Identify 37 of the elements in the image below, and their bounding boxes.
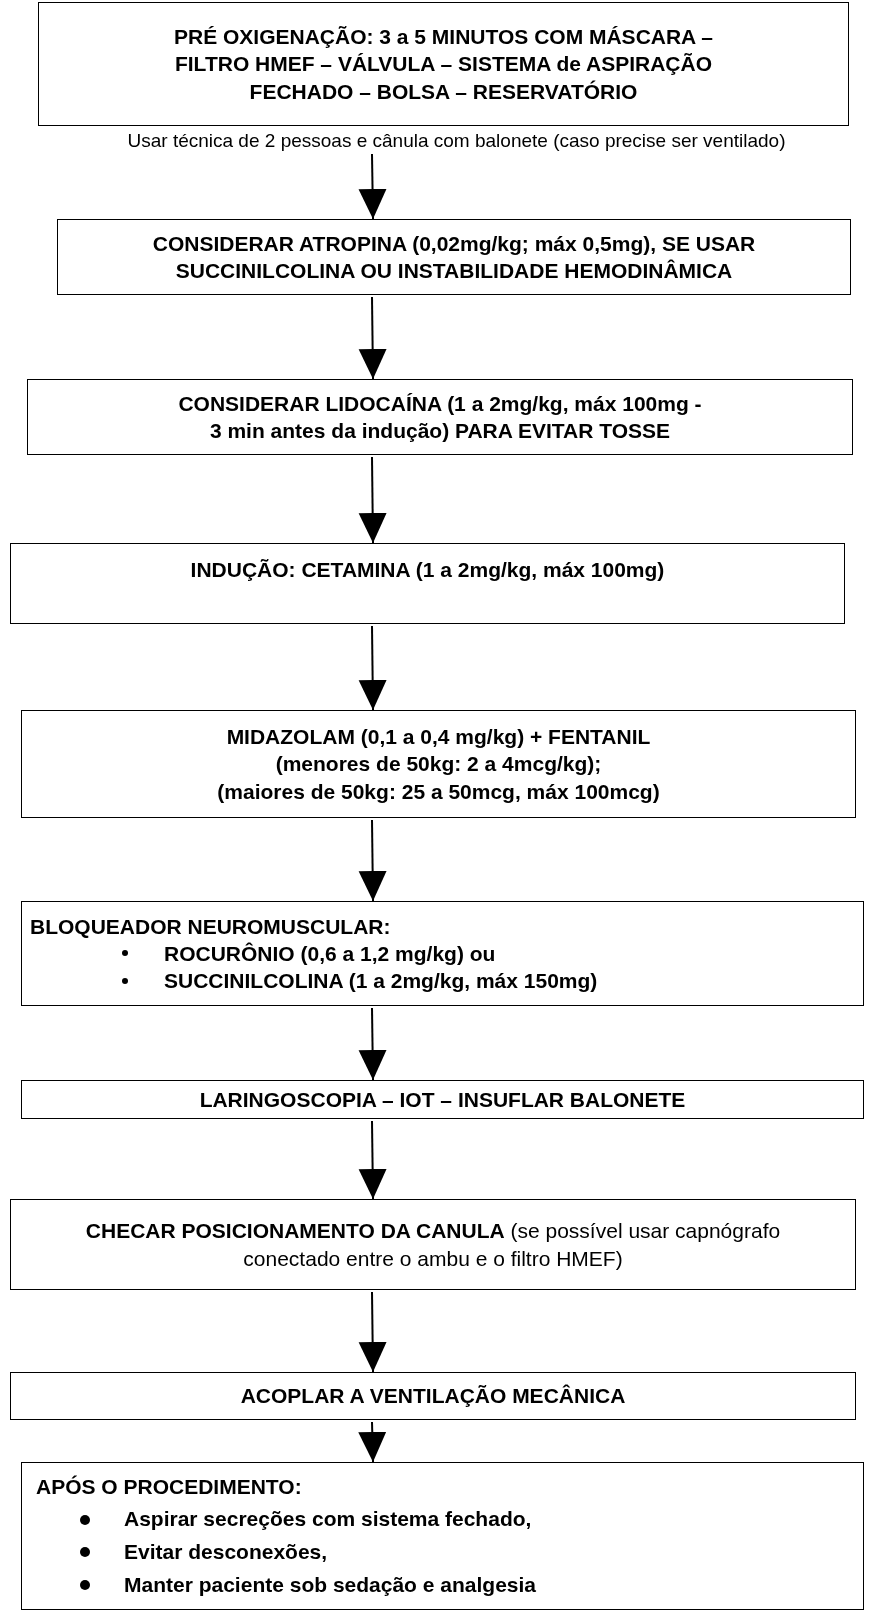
process-box xyxy=(21,710,856,818)
arrow xyxy=(358,819,387,902)
step-text: CONSIDERAR ATROPINA (0,02mg/kg; máx 0,5mg), SE USAR SUCCINILCOLINA OU INSTABILIDADE HEMODINÂMICA xyxy=(151,230,757,284)
process-box xyxy=(10,1199,856,1290)
process-box xyxy=(21,901,864,1006)
step-text: LARINGOSCOPIA – IOT – INSUFLAR BALONETE xyxy=(198,1086,687,1113)
step-text: CONSIDERAR LIDOCAÍNA (1 a 2mg/kg, máx 100mg - 3 min antes da indução) PARA EVITAR TOSSE xyxy=(178,390,702,444)
process-box xyxy=(10,543,845,624)
process-box xyxy=(38,2,849,126)
step-text: CHECAR POSICIONAMENTO DA CANULA (se possível usar capnógrafo conectado entre o ambu e o filtro HMEF) xyxy=(84,1218,782,1272)
heading-text: BLOQUEADOR NEUROMUSCULAR: xyxy=(30,913,392,940)
list-item-text: ROCURÔNIO (0,6 a 1,2 mg/kg) ou xyxy=(164,940,496,967)
arrow xyxy=(358,456,387,544)
step-text: INDUÇÃO: CETAMINA (1 a 2mg/kg, máx 100mg) xyxy=(189,556,666,583)
process-box xyxy=(57,219,851,295)
process-box xyxy=(21,1080,864,1119)
arrow xyxy=(358,1291,387,1373)
heading-text: APÓS O PROCEDIMENTO: xyxy=(36,1473,303,1500)
process-box xyxy=(10,1372,856,1420)
arrow xyxy=(358,153,387,220)
note-text: Usar técnica de 2 pessoas e cânula com balonete (caso precise ser ventilado) xyxy=(127,130,786,152)
process-box xyxy=(27,379,853,455)
list-item-text: SUCCINILCOLINA (1 a 2mg/kg, máx 150mg) xyxy=(164,968,598,995)
arrow xyxy=(358,1007,387,1081)
process-box xyxy=(21,1462,864,1610)
arrow xyxy=(358,1421,387,1463)
arrow xyxy=(358,296,387,380)
step-text: PRÉ OXIGENAÇÃO: 3 a 5 MINUTOS COM MÁSCARA – FILTRO HMEF – VÁLVULA – SISTEMA de ASPIRAÇÃO FECHADO – BOLSA – RESERVATÓRIO xyxy=(172,24,715,105)
step-text: MIDAZOLAM (0,1 a 0,4 mg/kg) + FENTANIL xyxy=(225,724,652,751)
list-item-text: Aspirar secreções com sistema fechado, xyxy=(124,1506,532,1533)
step-text: (maiores de 50kg: 25 a 50mcg, máx 100mcg) xyxy=(216,778,661,805)
step-text: (menores de 50kg: 2 a 4mcg/kg); xyxy=(274,751,603,778)
list-item-text: Evitar desconexões, xyxy=(124,1539,328,1565)
step-text: ACOPLAR A VENTILAÇÃO MECÂNICA xyxy=(239,1383,627,1410)
arrow xyxy=(358,1120,387,1200)
arrow xyxy=(358,625,387,711)
list-item-text: Manter paciente sob sedação e analgesia xyxy=(124,1571,536,1598)
